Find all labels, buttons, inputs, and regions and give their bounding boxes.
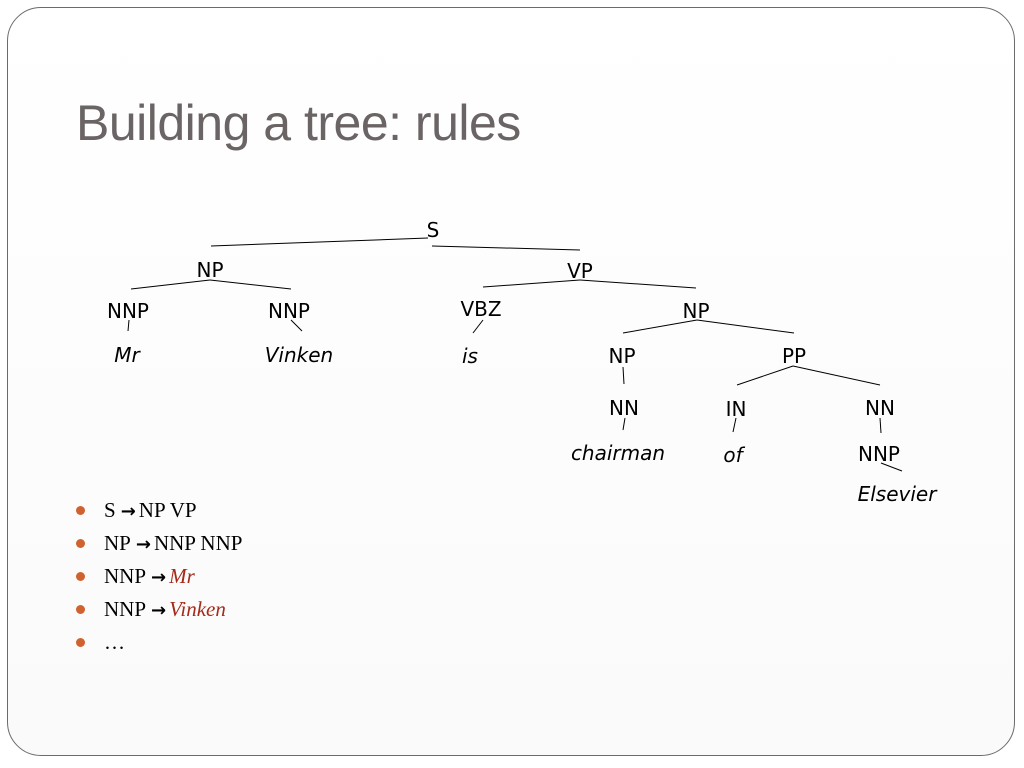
tree-edge bbox=[209, 279, 292, 290]
tree-edge bbox=[431, 245, 581, 251]
word-is: is bbox=[462, 344, 478, 368]
word-mr: Mr bbox=[114, 343, 141, 367]
node-nn-chairman: NN bbox=[609, 396, 639, 420]
right-arrow-icon: → bbox=[151, 600, 167, 621]
right-arrow-icon: → bbox=[151, 567, 167, 588]
bullet-icon bbox=[76, 506, 85, 515]
node-nnp-vinken: NNP bbox=[268, 299, 310, 323]
node-vp: VP bbox=[567, 259, 593, 283]
bullet-icon bbox=[76, 605, 85, 614]
rule-lhs: S bbox=[104, 498, 116, 522]
tree-edge bbox=[482, 279, 581, 288]
node-np-object: NP bbox=[682, 299, 709, 323]
rule-rhs: NNP NNP bbox=[153, 531, 243, 555]
tree-edge bbox=[792, 365, 881, 386]
word-elsevier: Elsevier bbox=[858, 482, 939, 506]
tree-edge bbox=[622, 366, 625, 385]
node-nn-elsevier: NN bbox=[865, 396, 895, 420]
tree-edge bbox=[879, 417, 882, 434]
bullet-icon bbox=[76, 638, 85, 647]
word-of: of bbox=[723, 443, 745, 467]
node-vbz: VBZ bbox=[460, 297, 501, 321]
rule-rhs-word: Mr bbox=[169, 564, 195, 588]
rule-ellipsis: … bbox=[104, 630, 125, 654]
node-np-chairman: NP bbox=[608, 344, 635, 368]
tree-edge bbox=[290, 319, 303, 332]
node-in: IN bbox=[726, 397, 747, 421]
right-arrow-icon: → bbox=[135, 534, 151, 555]
tree-edge bbox=[732, 417, 737, 433]
slide-title: Building a tree: rules bbox=[76, 95, 521, 151]
node-np-subject: NP bbox=[196, 258, 223, 282]
tree-edge bbox=[880, 462, 903, 472]
node-pp: PP bbox=[782, 344, 806, 368]
right-arrow-icon: → bbox=[120, 501, 136, 522]
bullet-icon bbox=[76, 539, 85, 548]
tree-edge bbox=[472, 319, 484, 334]
tree-edge bbox=[579, 279, 697, 289]
rule-lhs: NP bbox=[104, 531, 131, 555]
rule-item: NNP→Mr bbox=[76, 560, 242, 593]
tree-edge bbox=[622, 319, 698, 334]
node-nnp-elsevier: NNP bbox=[858, 442, 900, 466]
tree-edge bbox=[622, 417, 626, 431]
rule-lhs: NNP bbox=[104, 564, 147, 588]
rule-item: NNP→Vinken bbox=[76, 593, 242, 626]
node-nnp-mr: NNP bbox=[107, 299, 149, 323]
rule-item: S→NP VP bbox=[76, 494, 242, 527]
tree-edge bbox=[696, 319, 795, 334]
tree-edge bbox=[127, 319, 130, 332]
rule-rhs: NP VP bbox=[138, 498, 197, 522]
slide-frame bbox=[7, 7, 1015, 756]
rule-item: NP→NNP NNP bbox=[76, 527, 242, 560]
tree-edge bbox=[736, 365, 794, 386]
rule-item: … bbox=[76, 626, 242, 659]
word-chairman: chairman bbox=[571, 441, 665, 465]
rules-list: S→NP VP NP→NNP NNP NNP→Mr NNP→Vinken … bbox=[76, 494, 242, 659]
rule-lhs: NNP bbox=[104, 597, 147, 621]
tree-edge bbox=[210, 237, 429, 247]
tree-edge bbox=[130, 279, 211, 290]
node-s: S bbox=[427, 218, 440, 242]
word-vinken: Vinken bbox=[265, 343, 333, 367]
bullet-icon bbox=[76, 572, 85, 581]
rule-rhs-word: Vinken bbox=[169, 597, 226, 621]
